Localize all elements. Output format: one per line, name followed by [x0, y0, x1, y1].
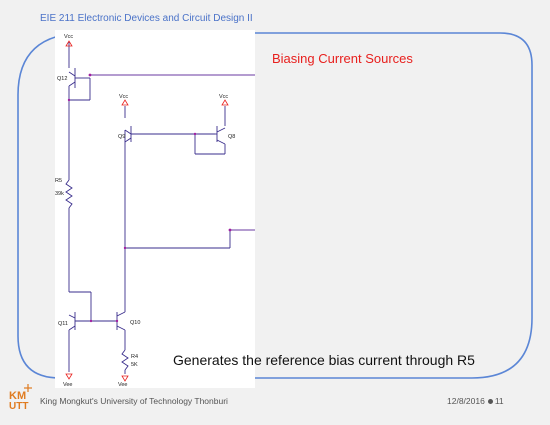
circuit-schematic: Vcc Q12 Vcc Vcc Q9 Q8 R5 39k Q11 Q10 R4 … [55, 30, 255, 388]
label-vee-right: Vee [118, 382, 127, 388]
label-q11: Q11 [58, 321, 68, 327]
slide-caption: Generates the reference bias current thr… [173, 352, 475, 368]
label-vcc-top: Vcc [64, 34, 73, 40]
bullet-dot-icon [487, 398, 493, 404]
label-q12: Q12 [57, 76, 67, 82]
slide-title: Biasing Current Sources [272, 51, 413, 66]
course-title: EIE 211 Electronic Devices and Circuit D… [40, 13, 253, 24]
page-number: 11 [494, 396, 504, 406]
svg-text:KM: KM [9, 390, 26, 402]
label-vcc-q9: Vcc [119, 94, 128, 100]
label-q10: Q10 [130, 320, 140, 326]
label-vee-left: Vee [63, 382, 72, 388]
label-r4: R4 [131, 354, 138, 360]
slide-date: 12/8/2016 [447, 396, 485, 406]
label-r5: R5 [55, 178, 62, 184]
label-r4-value: 5K [131, 362, 138, 368]
svg-text:UTT: UTT [9, 401, 28, 411]
institution-name: King Mongkut's University of Technology … [40, 396, 228, 406]
label-q8: Q8 [228, 134, 235, 140]
label-q9: Q9 [118, 134, 125, 140]
kmutt-logo: KM UTT [7, 381, 37, 412]
label-r5-value: 39k [55, 191, 64, 197]
label-vcc-q8: Vcc [219, 94, 228, 100]
slide-footer-meta: 12/8/2016 11 [447, 396, 504, 406]
